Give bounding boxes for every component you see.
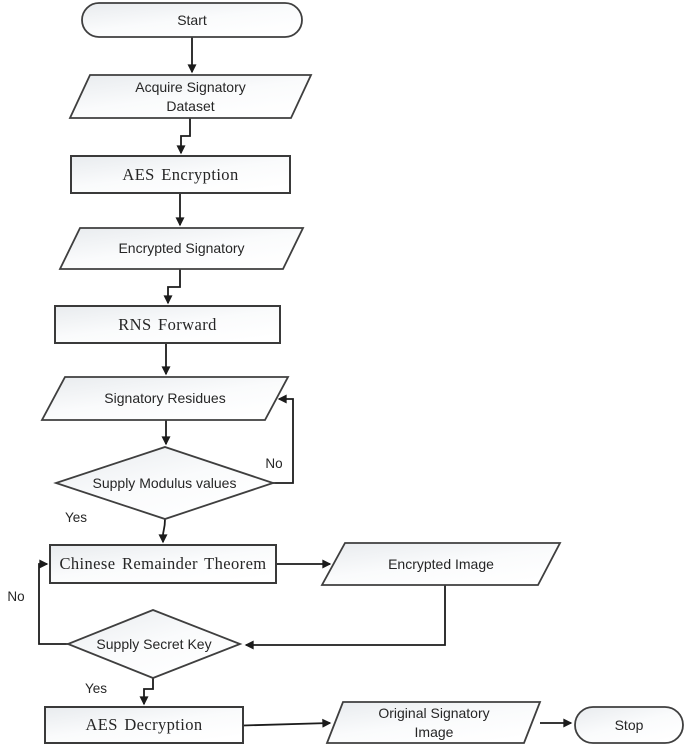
arrow-supply-modulus-yes-to-crt	[158, 518, 168, 544]
io-encrypted-image-shape	[320, 542, 562, 586]
io-acquire-dataset-shape	[68, 74, 313, 119]
arrow-encrypted-signatory-to-rns-forward	[163, 269, 181, 305]
decision-supply-modulus-shape	[53, 446, 276, 520]
process-aes-decryption-shape	[44, 706, 244, 744]
arrow-supply-secret-key-no-loop	[38, 559, 68, 645]
decision-supply-secret-key-shape	[65, 609, 243, 679]
process-aes-encryption-shape	[70, 155, 291, 194]
arrow-encrypted-image-to-supply-secret-key	[244, 585, 446, 650]
process-rns-forward-shape	[54, 305, 281, 344]
terminator-stop-shape	[574, 706, 684, 744]
arrow-aes-decryption-to-original-image	[242, 718, 332, 728]
io-signatory-residues-shape	[40, 376, 290, 421]
io-original-image-shape	[325, 701, 542, 744]
arrow-supply-secret-key-yes-to-aes-decryption	[139, 678, 154, 706]
terminator-start-shape	[81, 2, 303, 38]
io-encrypted-signatory-shape	[58, 227, 305, 270]
arrow-supply-modulus-no-loop	[273, 394, 294, 484]
process-crt-shape	[49, 544, 277, 584]
arrow-acquire-to-aes-encryption	[176, 118, 191, 155]
